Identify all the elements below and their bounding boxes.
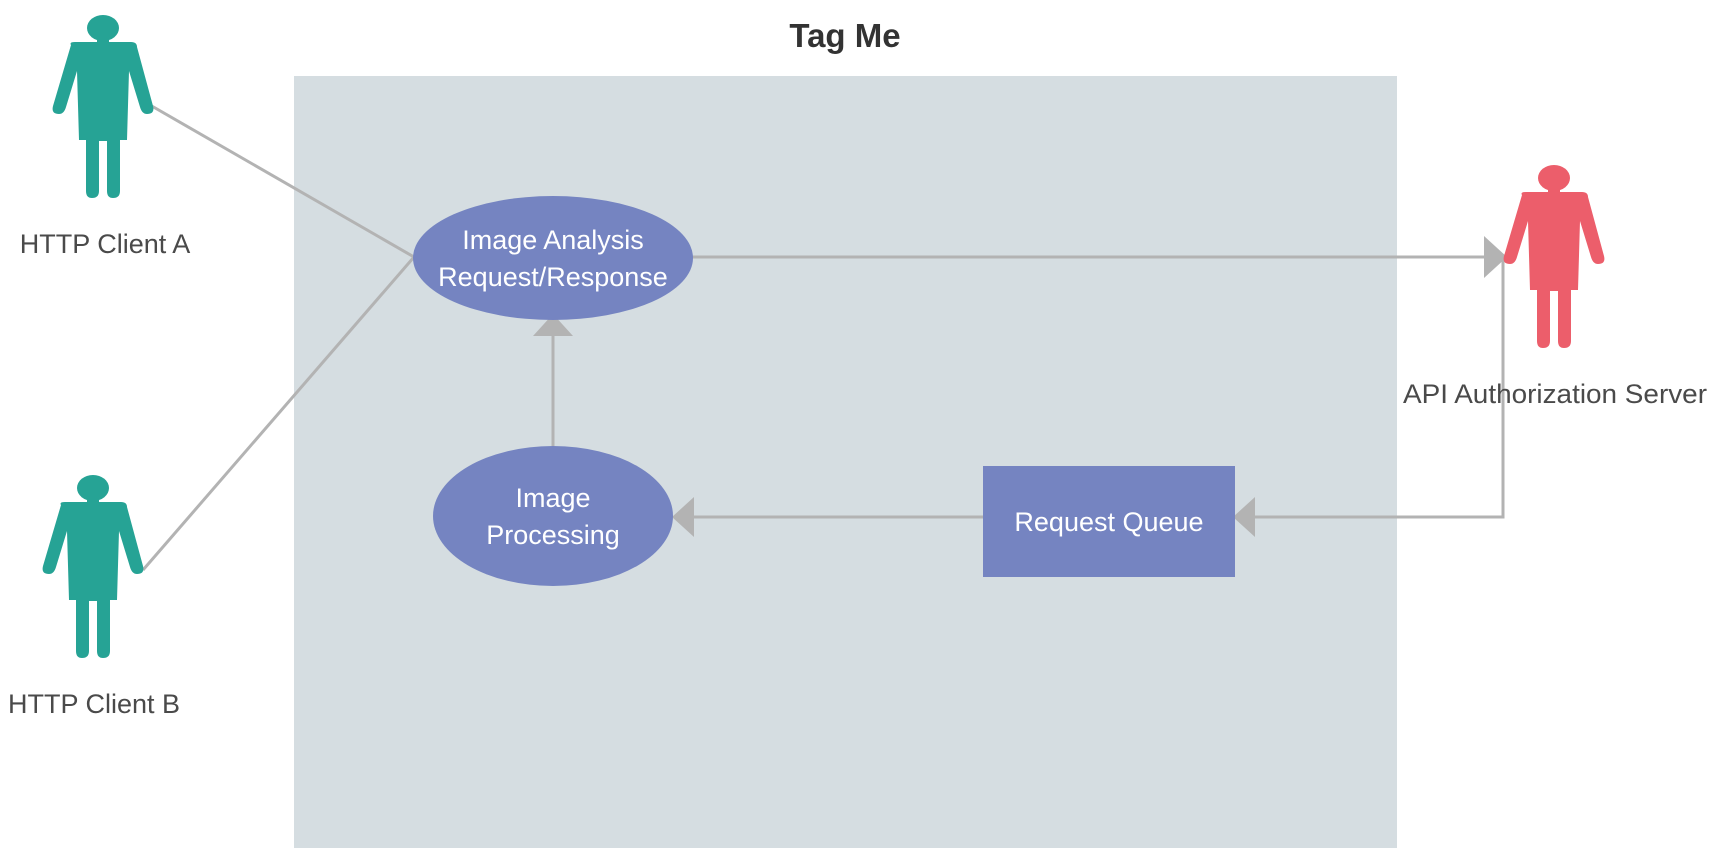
arrowhead-right — [1484, 236, 1507, 278]
actor-http-client-a[interactable]: HTTP Client A — [20, 15, 191, 259]
use-case-label-line2: Processing — [486, 520, 620, 550]
person-icon — [42, 475, 144, 658]
system-boundary — [294, 76, 1397, 848]
connector-auth-server-to-queue — [1236, 257, 1505, 519]
actor-http-client-b[interactable]: HTTP Client B — [8, 475, 180, 719]
actor-api-authorization-server[interactable]: API Authorization Server — [1403, 165, 1707, 409]
actor-label: API Authorization Server — [1403, 379, 1707, 409]
use-case-ellipse — [413, 196, 693, 320]
request-queue-rect — [983, 466, 1235, 577]
diagram-title: Tag Me — [789, 17, 900, 54]
use-case-label-line2: Request/Response — [438, 262, 668, 292]
use-case-label-line1: Image — [515, 483, 590, 513]
request-queue-label: Request Queue — [1014, 507, 1203, 537]
connector-client-a-to-analysis — [149, 103, 415, 259]
person-icon — [52, 15, 154, 198]
arrowhead-left-queue — [1233, 497, 1255, 537]
actor-label: HTTP Client B — [8, 689, 180, 719]
arrowhead-up — [533, 314, 573, 336]
use-case-image-processing[interactable]: Image Processing — [433, 446, 673, 586]
connector-client-b-to-analysis — [141, 256, 416, 571]
actor-label: HTTP Client A — [20, 229, 191, 259]
arrowhead-left-processing — [672, 497, 694, 537]
use-case-label-line1: Image Analysis — [462, 225, 644, 255]
request-queue-box[interactable]: Request Queue — [983, 466, 1235, 577]
arrowheads — [533, 236, 1507, 537]
use-case-image-analysis[interactable]: Image Analysis Request/Response — [413, 196, 693, 320]
use-case-ellipse — [433, 446, 673, 586]
connectors — [141, 103, 1505, 571]
person-icon — [1503, 165, 1605, 348]
